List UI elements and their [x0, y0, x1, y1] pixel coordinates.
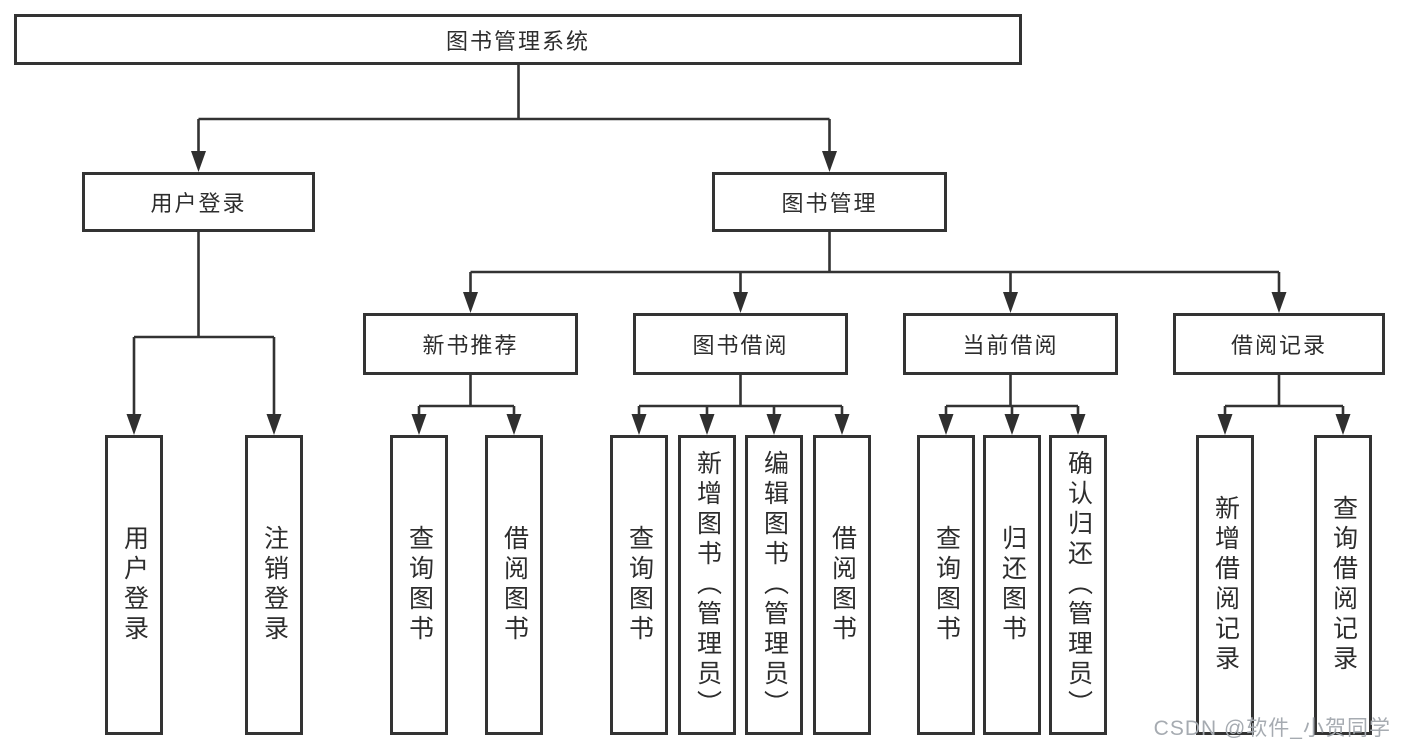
leaf-label: 查询图书	[625, 525, 654, 645]
node-label: 图书管理	[781, 191, 878, 216]
leaf-borrow-query-books: 查询图书	[610, 435, 668, 735]
leaf-label: 编辑图书（管理员）	[760, 450, 789, 720]
node-label: 借阅记录	[1230, 333, 1327, 358]
leaf-label: 借阅图书	[500, 525, 529, 645]
leaf-label: 归还图书	[998, 525, 1027, 645]
node-label: 图书管理系统	[445, 28, 590, 54]
node-current-borrowing: 当前借阅	[903, 313, 1118, 375]
leaf-edit-books-admin: 编辑图书（管理员）	[745, 435, 803, 735]
leaf-recommend-borrow-books: 借阅图书	[485, 435, 543, 735]
leaf-label: 查询图书	[405, 525, 434, 645]
leaf-label: 查询图书	[932, 525, 961, 645]
node-label: 新书推荐	[422, 333, 519, 358]
leaf-user-login: 用户登录	[105, 435, 163, 735]
leaf-label: 新增图书（管理员）	[693, 450, 722, 720]
node-label: 图书借阅	[692, 333, 789, 358]
leaf-label: 确认归还（管理员）	[1064, 450, 1093, 720]
node-book-borrowing: 图书借阅	[633, 313, 848, 375]
node-book-management-branch: 图书管理	[712, 172, 947, 232]
leaf-logout: 注销登录	[245, 435, 303, 735]
leaf-borrow-books: 借阅图书	[813, 435, 871, 735]
node-library-management-system: 图书管理系统	[14, 14, 1022, 65]
leaf-label: 借阅图书	[828, 525, 857, 645]
leaf-query-borrow-record: 查询借阅记录	[1314, 435, 1372, 735]
leaf-label: 新增借阅记录	[1211, 495, 1240, 675]
node-borrowing-records: 借阅记录	[1173, 313, 1385, 375]
leaf-label: 注销登录	[260, 525, 289, 645]
node-label: 用户登录	[150, 191, 247, 216]
leaf-add-books-admin: 新增图书（管理员）	[678, 435, 736, 735]
leaf-current-query-books: 查询图书	[917, 435, 975, 735]
node-label: 当前借阅	[962, 333, 1059, 358]
arrowhead-icons	[126, 151, 1351, 435]
leaf-confirm-return-admin: 确认归还（管理员）	[1049, 435, 1107, 735]
leaf-label: 用户登录	[120, 525, 149, 645]
leaf-recommend-query-books: 查询图书	[390, 435, 448, 735]
leaf-return-books: 归还图书	[983, 435, 1041, 735]
leaf-label: 查询借阅记录	[1329, 495, 1358, 675]
node-user-login-branch: 用户登录	[82, 172, 315, 232]
node-new-book-recommendation: 新书推荐	[363, 313, 578, 375]
leaf-add-borrow-record: 新增借阅记录	[1196, 435, 1254, 735]
